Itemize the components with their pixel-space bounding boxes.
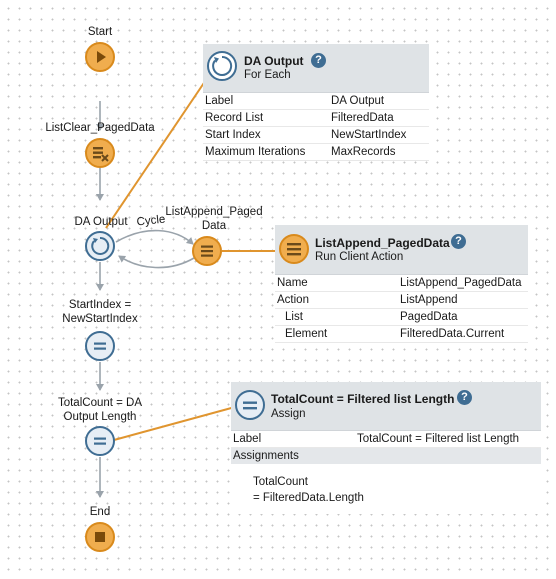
property-row[interactable]: Action ListAppend <box>275 291 528 309</box>
listappend-label-line2: Data <box>201 220 227 232</box>
property-key: Record List <box>203 109 329 127</box>
property-key: Label <box>231 431 355 448</box>
list-append-icon <box>201 245 213 257</box>
property-value: ListAppend <box>398 291 528 309</box>
property-row[interactable]: Element FilteredData.Current <box>275 325 528 343</box>
foreach-properties-panel: DA Output For Each ? Label DA Output Rec… <box>203 44 429 161</box>
assign-icon <box>94 342 106 350</box>
foreach-icon <box>91 236 110 255</box>
assign-panel-title: TotalCount = Filtered list Length <box>271 392 455 406</box>
cycle-flow-back <box>118 255 195 269</box>
property-key: Label <box>203 93 329 110</box>
listappend-panel-title: ListAppend_PagedData <box>315 236 450 250</box>
property-value: DA Output <box>329 93 429 110</box>
stop-icon <box>95 532 105 542</box>
cycle-label: Cycle <box>136 213 166 229</box>
play-icon <box>97 51 106 63</box>
property-key: Name <box>275 275 398 292</box>
property-value: FilteredData.Current <box>398 325 528 343</box>
totalcount-label: TotalCount = DA Output Length <box>58 396 142 424</box>
foreach-panel-subtitle: For Each <box>244 69 291 81</box>
foreach-properties-table: Label DA Output Record List FilteredData… <box>203 93 429 161</box>
foreach-label: DA Output <box>74 216 128 228</box>
start-node[interactable] <box>85 42 115 72</box>
property-value: MaxRecords <box>329 143 429 161</box>
foreach-panel-header: DA Output For Each ? <box>203 44 429 93</box>
property-row[interactable]: Label TotalCount = Filtered list Length <box>231 431 541 448</box>
totalcount-label-line2: Output Length <box>63 411 137 423</box>
listappend-panel-header: ListAppend_PagedData Run Client Action ? <box>275 225 528 275</box>
listappend-label-line1: ListAppend_Paged <box>165 206 263 218</box>
totalcount-assign-node[interactable] <box>85 426 115 456</box>
help-icon[interactable]: ? <box>311 53 326 68</box>
listappend-label: ListAppend_Paged Data <box>165 205 262 233</box>
foreach-node[interactable] <box>85 231 115 261</box>
assign-icon <box>235 390 265 420</box>
list-clear-icon <box>93 147 109 162</box>
property-row[interactable]: Record List FilteredData <box>203 109 429 127</box>
property-row[interactable]: Name ListAppend_PagedData <box>275 275 528 292</box>
assign-icon <box>94 437 106 445</box>
listappend-properties-panel: ListAppend_PagedData Run Client Action ?… <box>275 225 528 343</box>
foreach-icon <box>207 51 237 81</box>
property-value: NewStartIndex <box>329 126 429 144</box>
startindex-label-line2: NewStartIndex <box>62 313 138 325</box>
foreach-panel-title: DA Output <box>244 54 304 68</box>
property-row[interactable]: List PagedData <box>275 308 528 326</box>
assignment-variable: TotalCount <box>253 476 308 488</box>
connector-foreach-panel <box>105 67 215 229</box>
listappend-panel-subtitle: Run Client Action <box>315 251 404 263</box>
listclear-node[interactable] <box>85 138 115 168</box>
startindex-label: StartIndex = NewStartIndex <box>62 298 137 326</box>
totalcount-label-line1: TotalCount = DA <box>57 397 143 409</box>
property-value: TotalCount = Filtered list Length <box>355 431 541 448</box>
property-value: ListAppend_PagedData <box>398 275 528 292</box>
listappend-properties-table: Name ListAppend_PagedData Action ListApp… <box>275 275 528 343</box>
property-row[interactable]: Start Index NewStartIndex <box>203 126 429 144</box>
assignment-expression: = FilteredData.Length <box>253 492 364 504</box>
end-node[interactable] <box>85 522 115 552</box>
help-icon[interactable]: ? <box>451 234 466 249</box>
end-label: End <box>89 506 111 518</box>
listappend-node[interactable] <box>192 236 222 266</box>
property-key: Element <box>275 325 398 343</box>
connector-assign-panel <box>113 403 247 441</box>
property-key: Action <box>275 291 398 309</box>
list-append-icon <box>279 234 309 264</box>
property-row[interactable]: Maximum Iterations MaxRecords <box>203 143 429 161</box>
assign-panel-subtitle: Assign <box>271 408 306 420</box>
startindex-assign-node[interactable] <box>85 331 115 361</box>
listclear-label: ListClear_PagedData <box>45 122 155 134</box>
assignments-section-header[interactable]: Assignments <box>231 448 541 464</box>
property-key: Maximum Iterations <box>203 143 329 161</box>
property-key: List <box>275 308 398 326</box>
property-key: Start Index <box>203 126 329 144</box>
assign-panel-header: TotalCount = Filtered list Length Assign… <box>231 382 541 431</box>
property-row[interactable]: Label DA Output <box>203 93 429 110</box>
help-icon[interactable]: ? <box>457 390 472 405</box>
assign-properties-table: Label TotalCount = Filtered list Length <box>231 431 541 448</box>
startindex-label-line1: StartIndex = <box>68 299 132 311</box>
property-value: FilteredData <box>329 109 429 127</box>
property-value: PagedData <box>398 308 528 326</box>
assignment-entry[interactable]: TotalCount = FilteredData.Length <box>231 464 541 514</box>
assign-properties-panel: TotalCount = Filtered list Length Assign… <box>231 382 541 514</box>
start-label: Start <box>87 26 113 38</box>
cycle-flow-out <box>115 229 194 245</box>
